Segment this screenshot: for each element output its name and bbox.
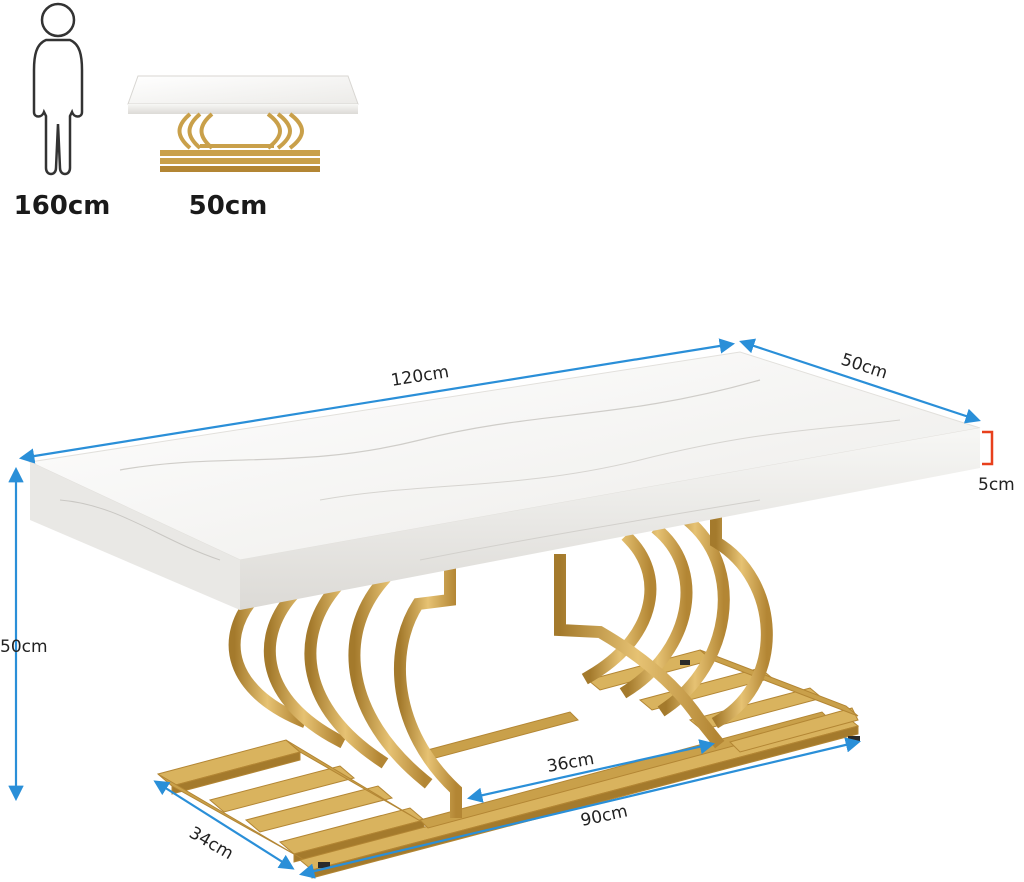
length-dimension-line [18,338,736,464]
table-top [28,351,981,610]
height-label: 50cm [0,637,48,657]
thickness-label: 5cm [978,475,1015,495]
table-thumbnail [127,75,359,172]
table-height-label: 50cm [189,191,268,221]
base-width-dimension-line [153,780,295,870]
person-height-label: 160cm [14,191,111,221]
dimension-lines [8,338,981,879]
thickness-marker [982,430,994,466]
base-length-dimension-line [299,737,861,879]
width-dimension-line [739,338,981,424]
width-label: 50cm [838,350,889,384]
person-icon [32,2,84,176]
length-label: 120cm [390,362,451,391]
